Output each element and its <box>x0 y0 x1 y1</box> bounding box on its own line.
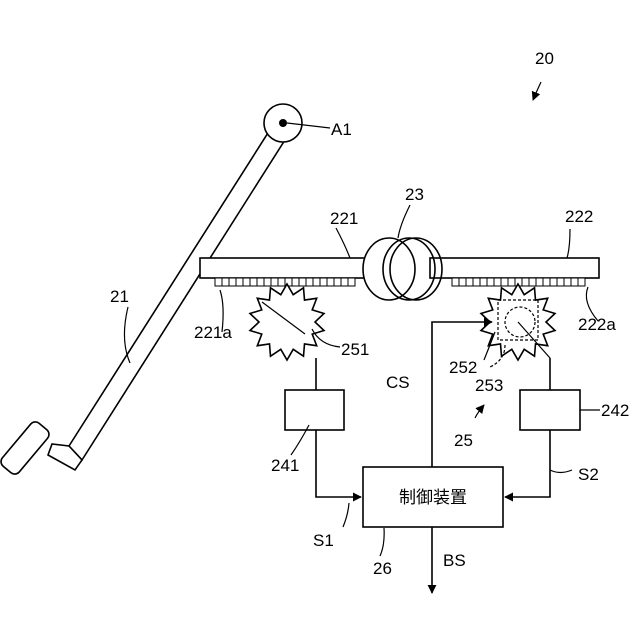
rack-tooth <box>264 278 271 286</box>
rack-tooth <box>571 278 578 286</box>
rack-tooth <box>271 278 278 286</box>
rack-tooth <box>306 278 313 286</box>
rack-left <box>200 258 368 286</box>
label-21: 21 <box>110 287 129 306</box>
pivot-a1 <box>264 104 330 142</box>
rack-tooth <box>501 278 508 286</box>
label-s2: S2 <box>578 465 599 484</box>
rack-tooth <box>215 278 222 286</box>
rack-tooth <box>320 278 327 286</box>
label-26: 26 <box>373 559 392 578</box>
sensor-left-box <box>285 390 344 430</box>
rack-tooth <box>327 278 334 286</box>
label-253: 253 <box>475 376 503 395</box>
rack-tooth <box>508 278 515 286</box>
rack-tooth <box>529 278 536 286</box>
sensor-right-box <box>520 390 580 430</box>
label-20: 20 <box>535 49 554 68</box>
controller-label: 制御装置 <box>399 488 467 508</box>
label-cs: CS <box>386 373 410 392</box>
rack-left-teeth <box>215 278 355 286</box>
label-222a: 222a <box>578 315 616 334</box>
rack-tooth <box>466 278 473 286</box>
rack-tooth <box>229 278 236 286</box>
rack-tooth <box>557 278 564 286</box>
rack-tooth <box>243 278 250 286</box>
label-a1: A1 <box>331 120 352 139</box>
label-251: 251 <box>341 340 369 359</box>
rack-tooth <box>480 278 487 286</box>
label-221: 221 <box>330 209 358 228</box>
signal-lines <box>316 322 550 593</box>
rack-tooth <box>564 278 571 286</box>
rack-tooth <box>299 278 306 286</box>
label-242: 242 <box>601 401 629 420</box>
rack-tooth <box>578 278 585 286</box>
rack-tooth <box>250 278 257 286</box>
rack-tooth <box>348 278 355 286</box>
label-221a: 221a <box>194 323 232 342</box>
rack-tooth <box>452 278 459 286</box>
label-222: 222 <box>565 207 593 226</box>
rack-tooth <box>522 278 529 286</box>
rack-tooth <box>313 278 320 286</box>
label-bs: BS <box>443 551 466 570</box>
rack-tooth <box>292 278 299 286</box>
rack-right <box>430 258 599 286</box>
rack-tooth <box>341 278 348 286</box>
rack-tooth <box>487 278 494 286</box>
label-241: 241 <box>271 456 299 475</box>
label-25: 25 <box>454 431 473 450</box>
label-s1: S1 <box>313 531 334 550</box>
gear-left <box>250 284 324 360</box>
rack-tooth <box>550 278 557 286</box>
label-252: 252 <box>449 358 477 377</box>
rack-tooth <box>334 278 341 286</box>
rack-tooth <box>222 278 229 286</box>
rack-tooth <box>543 278 550 286</box>
rack-tooth <box>536 278 543 286</box>
rack-tooth <box>236 278 243 286</box>
gear-right <box>481 284 555 360</box>
rack-tooth <box>278 278 285 286</box>
rack-tooth <box>459 278 466 286</box>
rack-tooth <box>473 278 480 286</box>
pedal-arm <box>0 125 290 477</box>
rack-tooth <box>494 278 501 286</box>
rack-tooth <box>257 278 264 286</box>
label-23: 23 <box>405 185 424 204</box>
